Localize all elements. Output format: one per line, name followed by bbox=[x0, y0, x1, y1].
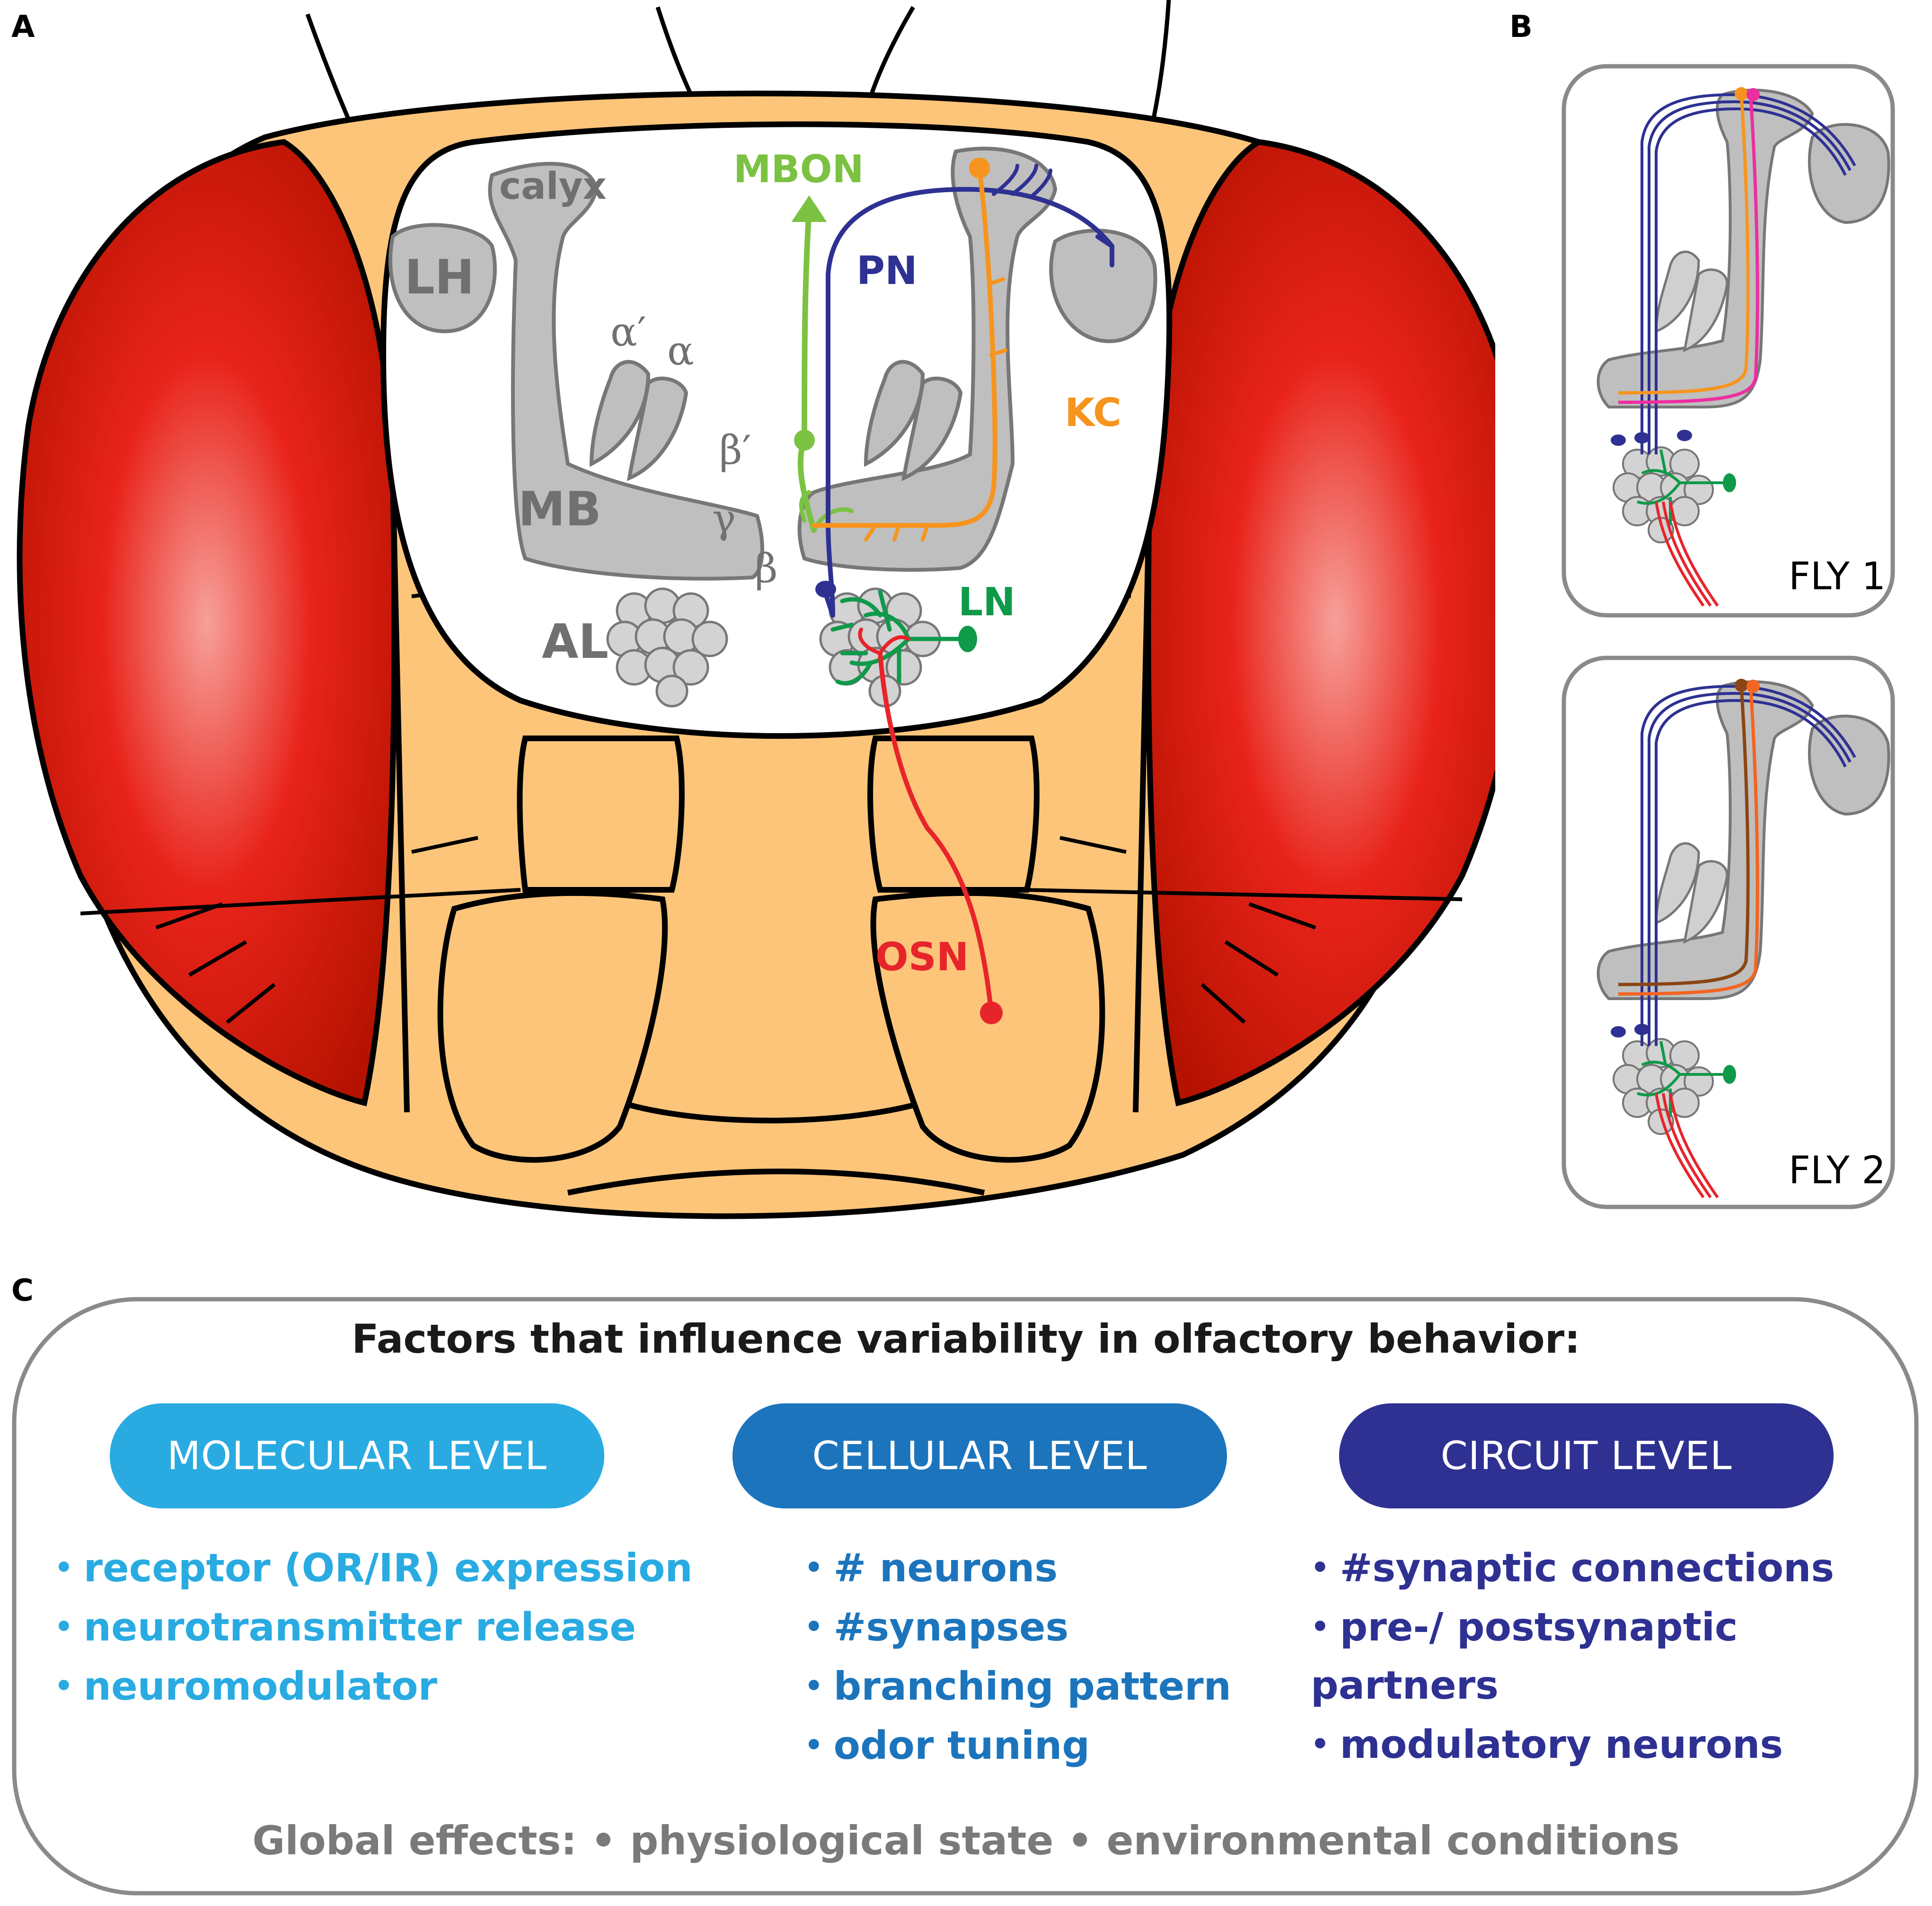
label-fly2: FLY 2 bbox=[1789, 1148, 1886, 1192]
circuit-factors: #synaptic connections pre-/ postsynaptic… bbox=[1311, 1538, 1932, 1774]
cellular-level-pill: CELLULAR LEVEL bbox=[732, 1403, 1227, 1508]
left-neuropils bbox=[388, 162, 764, 581]
list-item: modulatory neurons bbox=[1311, 1715, 1932, 1774]
label-alpha-prime: α′ bbox=[610, 309, 646, 355]
label-gamma: γ bbox=[712, 496, 736, 542]
panel-a-fly-head: MBON PN KC LN OSN LH calyx MB AL α′ α β′… bbox=[17, 0, 1495, 1219]
label-beta-prime: β′ bbox=[719, 427, 751, 473]
label-alpha: α bbox=[667, 328, 694, 374]
panel-letter-c: C bbox=[11, 1273, 34, 1308]
label-fly1: FLY 1 bbox=[1789, 554, 1886, 598]
right-eye bbox=[1145, 139, 1495, 1107]
list-item: odor tuning bbox=[804, 1716, 1231, 1775]
label-ln: LN bbox=[958, 580, 1015, 625]
label-calyx: calyx bbox=[499, 165, 607, 208]
left-antennal-lobe bbox=[606, 587, 728, 708]
list-item: pre-/ postsynaptic partners bbox=[1311, 1597, 1932, 1715]
label-mb: MB bbox=[518, 481, 601, 537]
mb-neuropil bbox=[488, 162, 764, 581]
face-bristles bbox=[80, 509, 1463, 1024]
fly2-box bbox=[1561, 656, 1895, 1209]
list-item: neurotransmitter release bbox=[54, 1597, 693, 1657]
label-al: AL bbox=[542, 614, 609, 669]
factors-title: Factors that influence variability in ol… bbox=[352, 1316, 1580, 1362]
circuit-level-pill: CIRCUIT LEVEL bbox=[1339, 1403, 1834, 1508]
list-item: neuromodulator bbox=[54, 1657, 693, 1716]
left-eye bbox=[17, 139, 397, 1107]
label-mbon: MBON bbox=[733, 147, 864, 191]
molecular-factors: receptor (OR/IR) expression neurotransmi… bbox=[54, 1538, 693, 1716]
fly1-box bbox=[1561, 64, 1895, 618]
pn-neuron bbox=[826, 186, 1114, 618]
molecular-level-pill: MOLECULAR LEVEL bbox=[110, 1403, 604, 1508]
label-kc: KC bbox=[1065, 390, 1121, 435]
mbon-neuron bbox=[797, 205, 817, 533]
right-neuropils bbox=[797, 147, 1157, 572]
list-item: receptor (OR/IR) expression bbox=[54, 1538, 693, 1597]
list-item: branching pattern bbox=[804, 1657, 1231, 1716]
label-pn: PN bbox=[856, 248, 917, 293]
label-osn: OSN bbox=[875, 935, 969, 980]
global-effects: Global effects: • physiological state • … bbox=[252, 1817, 1680, 1864]
list-item: #synaptic connections bbox=[1311, 1538, 1932, 1597]
fly2-brain bbox=[1597, 679, 1890, 1198]
panel-letter-b: B bbox=[1509, 9, 1533, 44]
panel-letter-a: A bbox=[11, 9, 35, 44]
neurons bbox=[791, 158, 1114, 1024]
list-item: # neurons bbox=[804, 1538, 1231, 1597]
label-lh: LH bbox=[405, 249, 474, 305]
list-item: #synapses bbox=[804, 1597, 1231, 1657]
label-beta: β bbox=[755, 545, 778, 592]
antennae bbox=[437, 736, 1105, 1163]
fly1-brain bbox=[1597, 87, 1890, 607]
cellular-factors: # neurons #synapses branching pattern od… bbox=[804, 1538, 1231, 1775]
lh-neuropil bbox=[388, 223, 497, 334]
osn-neuron bbox=[878, 651, 994, 1015]
kc-neuron bbox=[812, 168, 997, 528]
